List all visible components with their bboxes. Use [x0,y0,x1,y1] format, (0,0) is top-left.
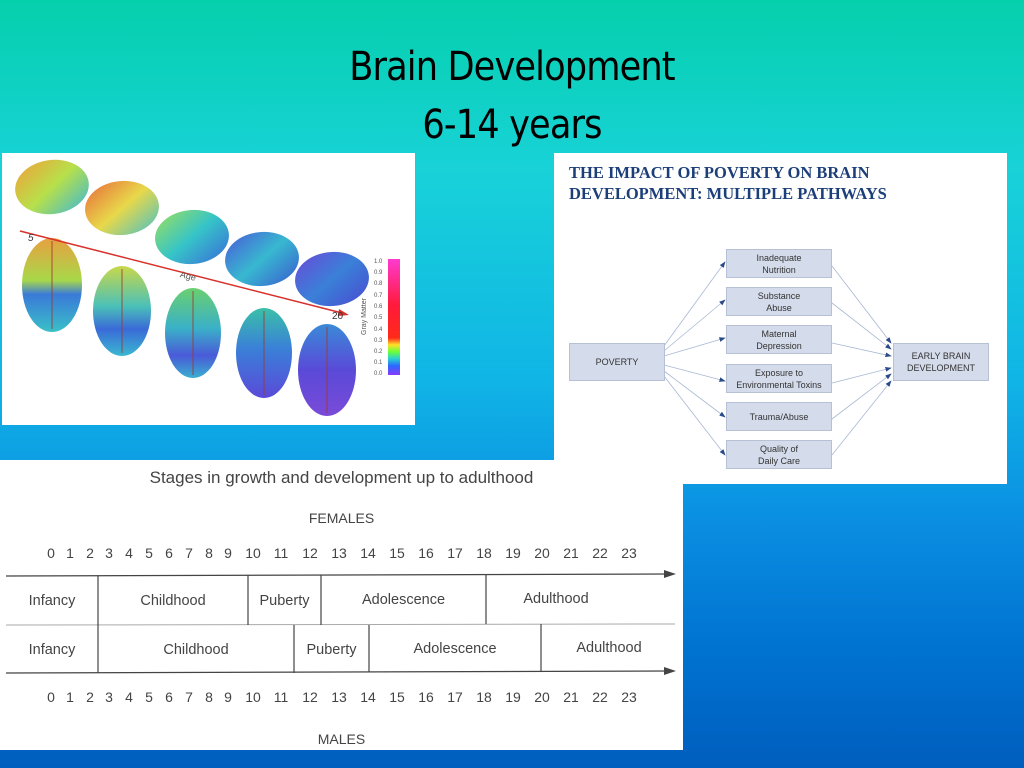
female-stage-adolescence: Adolescence [361,592,446,608]
poverty-node: POVERTY [569,343,665,381]
brain-scan-image: 1.0 0.9 0.8 0.7 0.6 0.5 0.4 0.3 0.2 0.1 0.0 5 2… [2,153,415,425]
age-tick: 2 [86,689,94,705]
age-tick: 8 [205,689,213,705]
age-tick: 16 [418,545,434,561]
growth-stages-chart: Stages in growth and development up to a… [0,460,683,750]
age-tick: 4 [125,689,133,705]
stages-grid [5,570,676,675]
male-stage-infancy: Infancy [28,642,76,658]
age-tick: 6 [165,545,173,561]
brain-scans-illustration: 1.0 0.9 0.8 0.7 0.6 0.5 0.4 0.3 0.2 0.1 0.0 [15,159,400,416]
early-brain-development-node: EARLY BRAIN DEVELOPMENT [893,343,989,381]
age-tick: 14 [360,689,376,705]
age-tick: 13 [331,689,347,705]
age-tick: 15 [389,545,405,561]
age-tick: 0 [47,689,55,705]
age-tick: 9 [224,545,232,561]
age-tick: 5 [145,689,153,705]
age-tick: 22 [592,545,608,561]
female-stage-childhood: Childhood [140,593,206,609]
svg-text:0.2: 0.2 [374,349,383,355]
female-stage-puberty: Puberty [259,593,310,609]
slide-title: Brain Development 6-14 years [61,38,962,154]
age-tick: 5 [145,545,153,561]
svg-text:0.6: 0.6 [374,304,383,310]
age-tick: 14 [360,545,376,561]
svg-text:0.9: 0.9 [374,270,383,276]
slide-title-line1: Brain Development [349,44,675,90]
age-tick: 23 [621,689,637,705]
age-tick: 21 [563,545,579,561]
age-tick: 4 [125,545,133,561]
svg-text:0.4: 0.4 [374,327,383,333]
males-label: MALES [317,731,366,747]
pathway-arrows [663,261,892,456]
age-tick: 23 [621,545,637,561]
age-tick: 19 [505,689,521,705]
male-stage-childhood: Childhood [163,642,229,658]
age-tick: 17 [447,689,463,705]
poverty-diagram-title: THE IMPACT OF POVERTY ON BRAIN DEVELOPME… [569,163,887,203]
slide-title-line2: 6-14 years [422,102,602,148]
age-tick: 10 [245,545,261,561]
end-age-label: 20 [332,311,344,322]
age-tick: 10 [245,689,261,705]
age-tick: 9 [224,689,232,705]
male-stage-puberty: Puberty [306,642,357,658]
age-tick: 13 [331,545,347,561]
age-tick: 18 [476,545,492,561]
pathway-node: Trauma/Abuse [726,402,832,431]
age-tick: 15 [389,689,405,705]
age-tick: 19 [505,545,521,561]
svg-text:0.0: 0.0 [374,371,383,377]
age-tick: 0 [47,545,55,561]
age-tick: 16 [418,689,434,705]
poverty-pathways-diagram: THE IMPACT OF POVERTY ON BRAIN DEVELOPME… [554,153,1007,484]
age-tick: 1 [66,689,74,705]
age-tick: 7 [185,545,193,561]
svg-text:0.5: 0.5 [374,315,383,321]
female-stage-adulthood: Adulthood [523,591,589,607]
age-tick: 3 [105,545,113,561]
male-stage-adulthood: Adulthood [576,640,642,656]
pathway-node: Substance Abuse [726,287,832,316]
pathway-node: Maternal Depression [726,325,832,354]
svg-text:0.7: 0.7 [374,293,383,299]
age-tick: 12 [302,689,318,705]
age-tick: 22 [592,689,608,705]
pathway-node: Exposure to Environmental Toxins [726,364,832,393]
stages-chart-title: Stages in growth and development up to a… [149,468,534,487]
age-tick: 11 [273,545,289,561]
age-tick: 12 [302,545,318,561]
male-stage-adolescence: Adolescence [413,641,497,657]
female-stage-infancy: Infancy [28,593,76,609]
age-tick: 3 [105,689,113,705]
age-tick: 20 [534,689,550,705]
age-tick: 18 [476,689,492,705]
age-tick: 17 [447,545,463,561]
svg-text:0.3: 0.3 [374,338,383,344]
females-label: FEMALES [308,510,375,526]
pathway-node: Inadequate Nutrition [726,249,832,278]
svg-text:1.0: 1.0 [374,259,383,265]
start-age-label: 5 [28,233,34,244]
age-tick: 11 [273,689,289,705]
age-tick: 7 [185,689,193,705]
age-tick: 2 [86,545,94,561]
colorbar-label: Gray Matter [360,298,368,335]
age-tick: 8 [205,545,213,561]
age-tick: 6 [165,689,173,705]
age-tick: 1 [66,545,74,561]
age-tick: 21 [563,689,579,705]
svg-text:0.8: 0.8 [374,281,383,287]
age-tick: 20 [534,545,550,561]
svg-text:0.1: 0.1 [374,360,383,366]
pathway-node: Quality of Daily Care [726,440,832,469]
